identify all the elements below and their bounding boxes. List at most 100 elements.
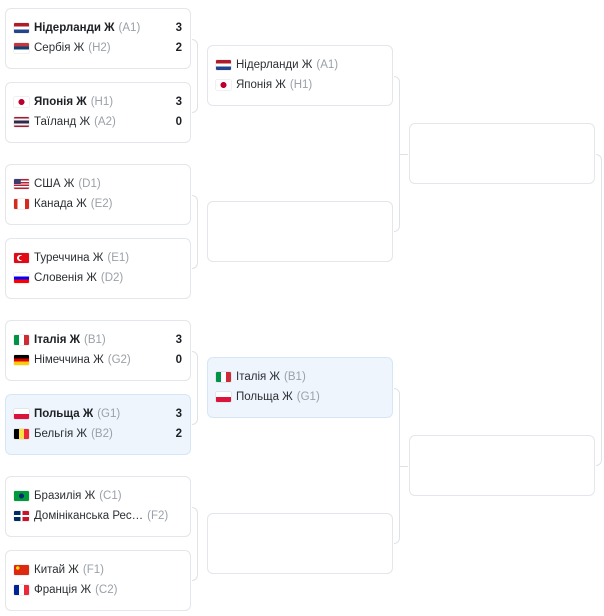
empty-match-card[interactable] bbox=[409, 435, 595, 496]
match-card[interactable]: США Ж(D1) Канада Ж(E2) bbox=[5, 164, 191, 225]
team-score: 0 bbox=[175, 116, 182, 128]
team-row: Сербія Ж(H2) 2 bbox=[14, 39, 182, 57]
team-name: Китай Ж bbox=[34, 564, 79, 576]
team-score: 3 bbox=[175, 334, 182, 346]
team-score: 3 bbox=[175, 96, 182, 108]
team-row: Бразилія Ж(C1) bbox=[14, 487, 182, 505]
flag-icon-be bbox=[14, 429, 29, 439]
team-seed: (E2) bbox=[90, 198, 113, 210]
team-name: Туреччина Ж bbox=[34, 252, 104, 264]
team-seed: (B1) bbox=[84, 334, 106, 346]
team-row: Японія Ж(H1) bbox=[216, 76, 384, 94]
team-seed: (H1) bbox=[289, 79, 313, 91]
flag-icon-ca bbox=[14, 199, 29, 209]
team-name: Бельгія Ж bbox=[34, 428, 88, 440]
team-name: Таїланд Ж bbox=[34, 116, 91, 128]
team-row: Домініканська Рес…(F2) bbox=[14, 507, 182, 525]
team-row: Польща Ж(G1) 3 bbox=[14, 405, 182, 423]
team-seed: (A1) bbox=[118, 22, 141, 34]
team-seed: (F1) bbox=[82, 564, 104, 576]
team-row: Нідерланди Ж(A1) bbox=[216, 56, 384, 74]
team-score: 2 bbox=[175, 42, 182, 54]
team-score: 2 bbox=[175, 428, 182, 440]
team-seed: (H1) bbox=[90, 96, 114, 108]
flag-icon-de bbox=[14, 355, 29, 365]
flag-icon-si bbox=[14, 273, 29, 283]
flag-icon-do bbox=[14, 511, 29, 521]
empty-match-card[interactable] bbox=[207, 201, 393, 262]
team-seed: (B1) bbox=[284, 371, 306, 383]
team-row: Канада Ж(E2) bbox=[14, 195, 182, 213]
flag-icon-rs bbox=[14, 43, 29, 53]
team-row: Таїланд Ж(A2) 0 bbox=[14, 113, 182, 131]
team-seed: (D2) bbox=[100, 272, 124, 284]
team-row: Франція Ж(C2) bbox=[14, 581, 182, 599]
flag-icon-nl bbox=[216, 60, 231, 70]
flag-icon-it bbox=[216, 372, 231, 382]
team-seed: (G1) bbox=[97, 408, 121, 420]
empty-match-card[interactable] bbox=[207, 513, 393, 574]
team-row: Словенія Ж(D2) bbox=[14, 269, 182, 287]
team-name: Сербія Ж bbox=[34, 42, 85, 54]
team-name: Італія Ж bbox=[236, 371, 281, 383]
team-name: Японія Ж bbox=[236, 79, 286, 91]
team-name: США Ж bbox=[34, 178, 75, 190]
team-name: Франція Ж bbox=[34, 584, 92, 596]
team-score: 0 bbox=[175, 354, 182, 366]
connector bbox=[596, 154, 602, 466]
team-name: Нідерланди Ж bbox=[236, 59, 313, 71]
connector bbox=[192, 195, 198, 269]
match-card[interactable]: Бразилія Ж(C1) Домініканська Рес…(F2) bbox=[5, 476, 191, 537]
flag-icon-pl bbox=[216, 392, 231, 402]
flag-icon-th bbox=[14, 117, 29, 127]
connector bbox=[400, 466, 408, 467]
team-row: Італія Ж(B1) bbox=[216, 368, 384, 386]
team-name: Бразилія Ж bbox=[34, 490, 96, 502]
team-row: Японія Ж(H1) 3 bbox=[14, 93, 182, 111]
flag-icon-us bbox=[14, 179, 29, 189]
flag-icon-jp bbox=[14, 97, 29, 107]
team-name: Словенія Ж bbox=[34, 272, 97, 284]
team-row: Нідерланди Ж(A1) 3 bbox=[14, 19, 182, 37]
match-card[interactable]: Нідерланди Ж(A1) Японія Ж(H1) bbox=[207, 45, 393, 106]
team-row: Німеччина Ж(G2) 0 bbox=[14, 351, 182, 369]
team-row: США Ж(D1) bbox=[14, 175, 182, 193]
flag-icon-fr bbox=[14, 585, 29, 595]
team-name: Польща Ж bbox=[34, 408, 94, 420]
team-name: Домініканська Рес… bbox=[34, 510, 144, 522]
team-seed: (C2) bbox=[95, 584, 118, 596]
connector bbox=[192, 39, 198, 113]
connector bbox=[400, 154, 408, 155]
team-row: Італія Ж(B1) 3 bbox=[14, 331, 182, 349]
team-seed: (G1) bbox=[296, 391, 320, 403]
team-score: 3 bbox=[175, 408, 182, 420]
team-seed: (B2) bbox=[91, 428, 113, 440]
match-card[interactable]: Італія Ж(B1) Польща Ж(G1) bbox=[207, 357, 393, 418]
flag-icon-cn bbox=[14, 565, 29, 575]
team-seed: (A1) bbox=[316, 59, 339, 71]
match-card[interactable]: Китай Ж(F1) Франція Ж(C2) bbox=[5, 550, 191, 611]
team-seed: (G2) bbox=[107, 354, 131, 366]
team-seed: (A2) bbox=[94, 116, 116, 128]
team-seed: (H2) bbox=[88, 42, 111, 54]
team-name: Італія Ж bbox=[34, 334, 81, 346]
team-row: Польща Ж(G1) bbox=[216, 388, 384, 406]
connector bbox=[192, 507, 198, 581]
team-seed: (E1) bbox=[107, 252, 130, 264]
team-seed: (F2) bbox=[147, 510, 169, 522]
team-name: Японія Ж bbox=[34, 96, 87, 108]
team-seed: (D1) bbox=[78, 178, 101, 190]
team-row: Китай Ж(F1) bbox=[14, 561, 182, 579]
match-card[interactable]: Туреччина Ж(E1) Словенія Ж(D2) bbox=[5, 238, 191, 299]
flag-icon-nl bbox=[14, 23, 29, 33]
empty-match-card[interactable] bbox=[409, 123, 595, 184]
team-name: Німеччина Ж bbox=[34, 354, 104, 366]
team-seed: (C1) bbox=[99, 490, 122, 502]
flag-icon-tr bbox=[14, 253, 29, 263]
team-score: 3 bbox=[175, 22, 182, 34]
team-name: Нідерланди Ж bbox=[34, 22, 115, 34]
